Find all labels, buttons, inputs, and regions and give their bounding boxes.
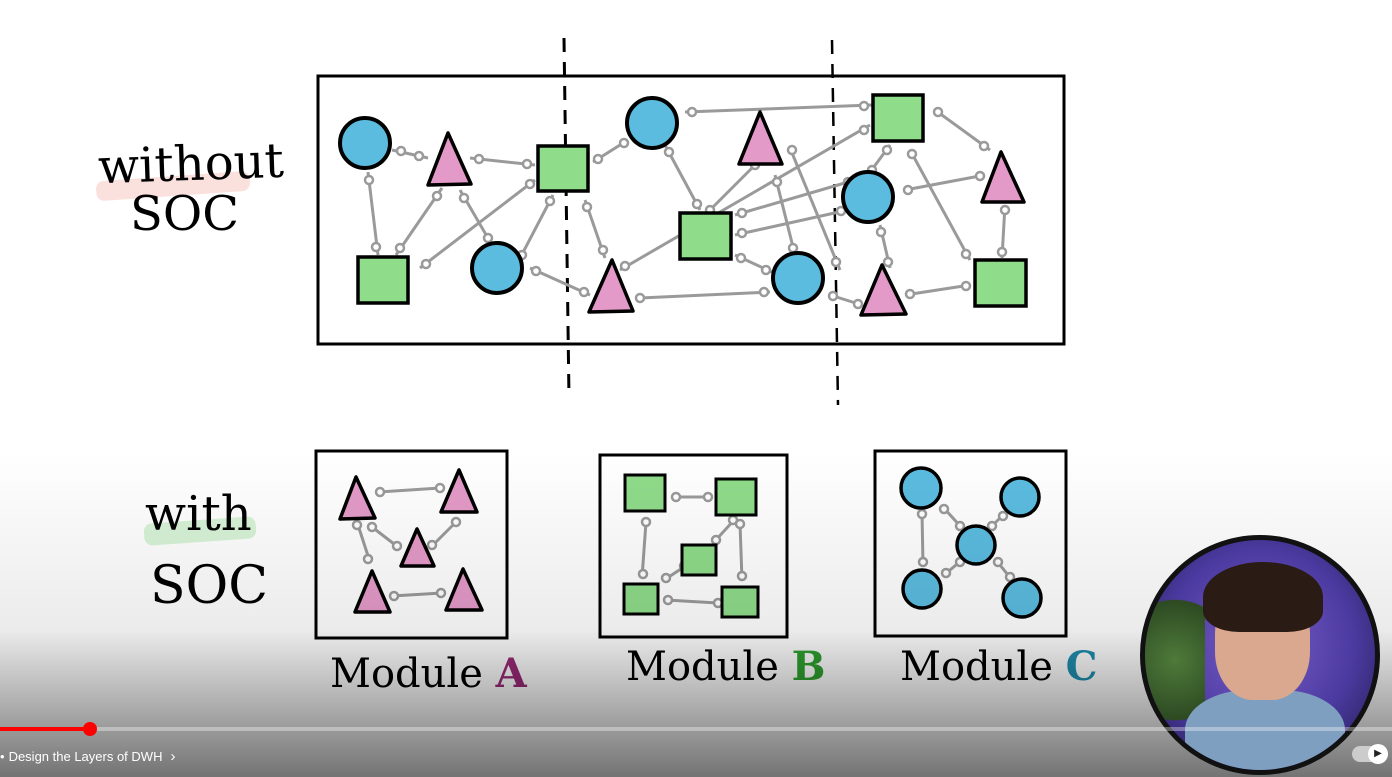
top-triangles [426,110,1026,317]
without-label: without [97,132,285,196]
soc-label-top: SOC [130,186,239,242]
presenter-webcam [1140,535,1380,775]
module-b-name: Module [626,644,779,690]
top-circles [338,96,895,305]
progress-played [0,727,91,731]
chevron-right-icon: › [170,747,176,765]
progress-scrubber[interactable] [83,722,98,736]
without-soc-box [316,74,1066,346]
module-a-letter: A [495,650,527,697]
presenter-hair [1203,562,1323,632]
bullet-icon: • [0,748,5,764]
chapter-title: Design the Layers of DWH [8,748,163,764]
progress-bar[interactable] [0,727,1392,731]
module-c-label: Module C [900,643,1098,690]
presenter-body [1185,690,1345,770]
top-squares [356,93,1028,308]
module-c-letter: C [1065,643,1098,690]
module-a-name: Module [330,651,483,697]
module-b-label: Module B [626,643,826,690]
module-b-letter: B [791,643,826,690]
chapter-button[interactable]: • Design the Layers of DWH › [0,746,175,766]
dashed-separator-1 [562,37,571,399]
soc-label-bottom: SOC [150,556,269,616]
play-icon: ▶ [1368,744,1388,764]
module-a-label: Module A [330,650,527,697]
autoplay-toggle[interactable]: ▶ [1352,744,1388,764]
dashed-separator-2 [830,39,840,406]
module-c-name: Module [900,644,1053,690]
with-label: with [145,486,252,542]
